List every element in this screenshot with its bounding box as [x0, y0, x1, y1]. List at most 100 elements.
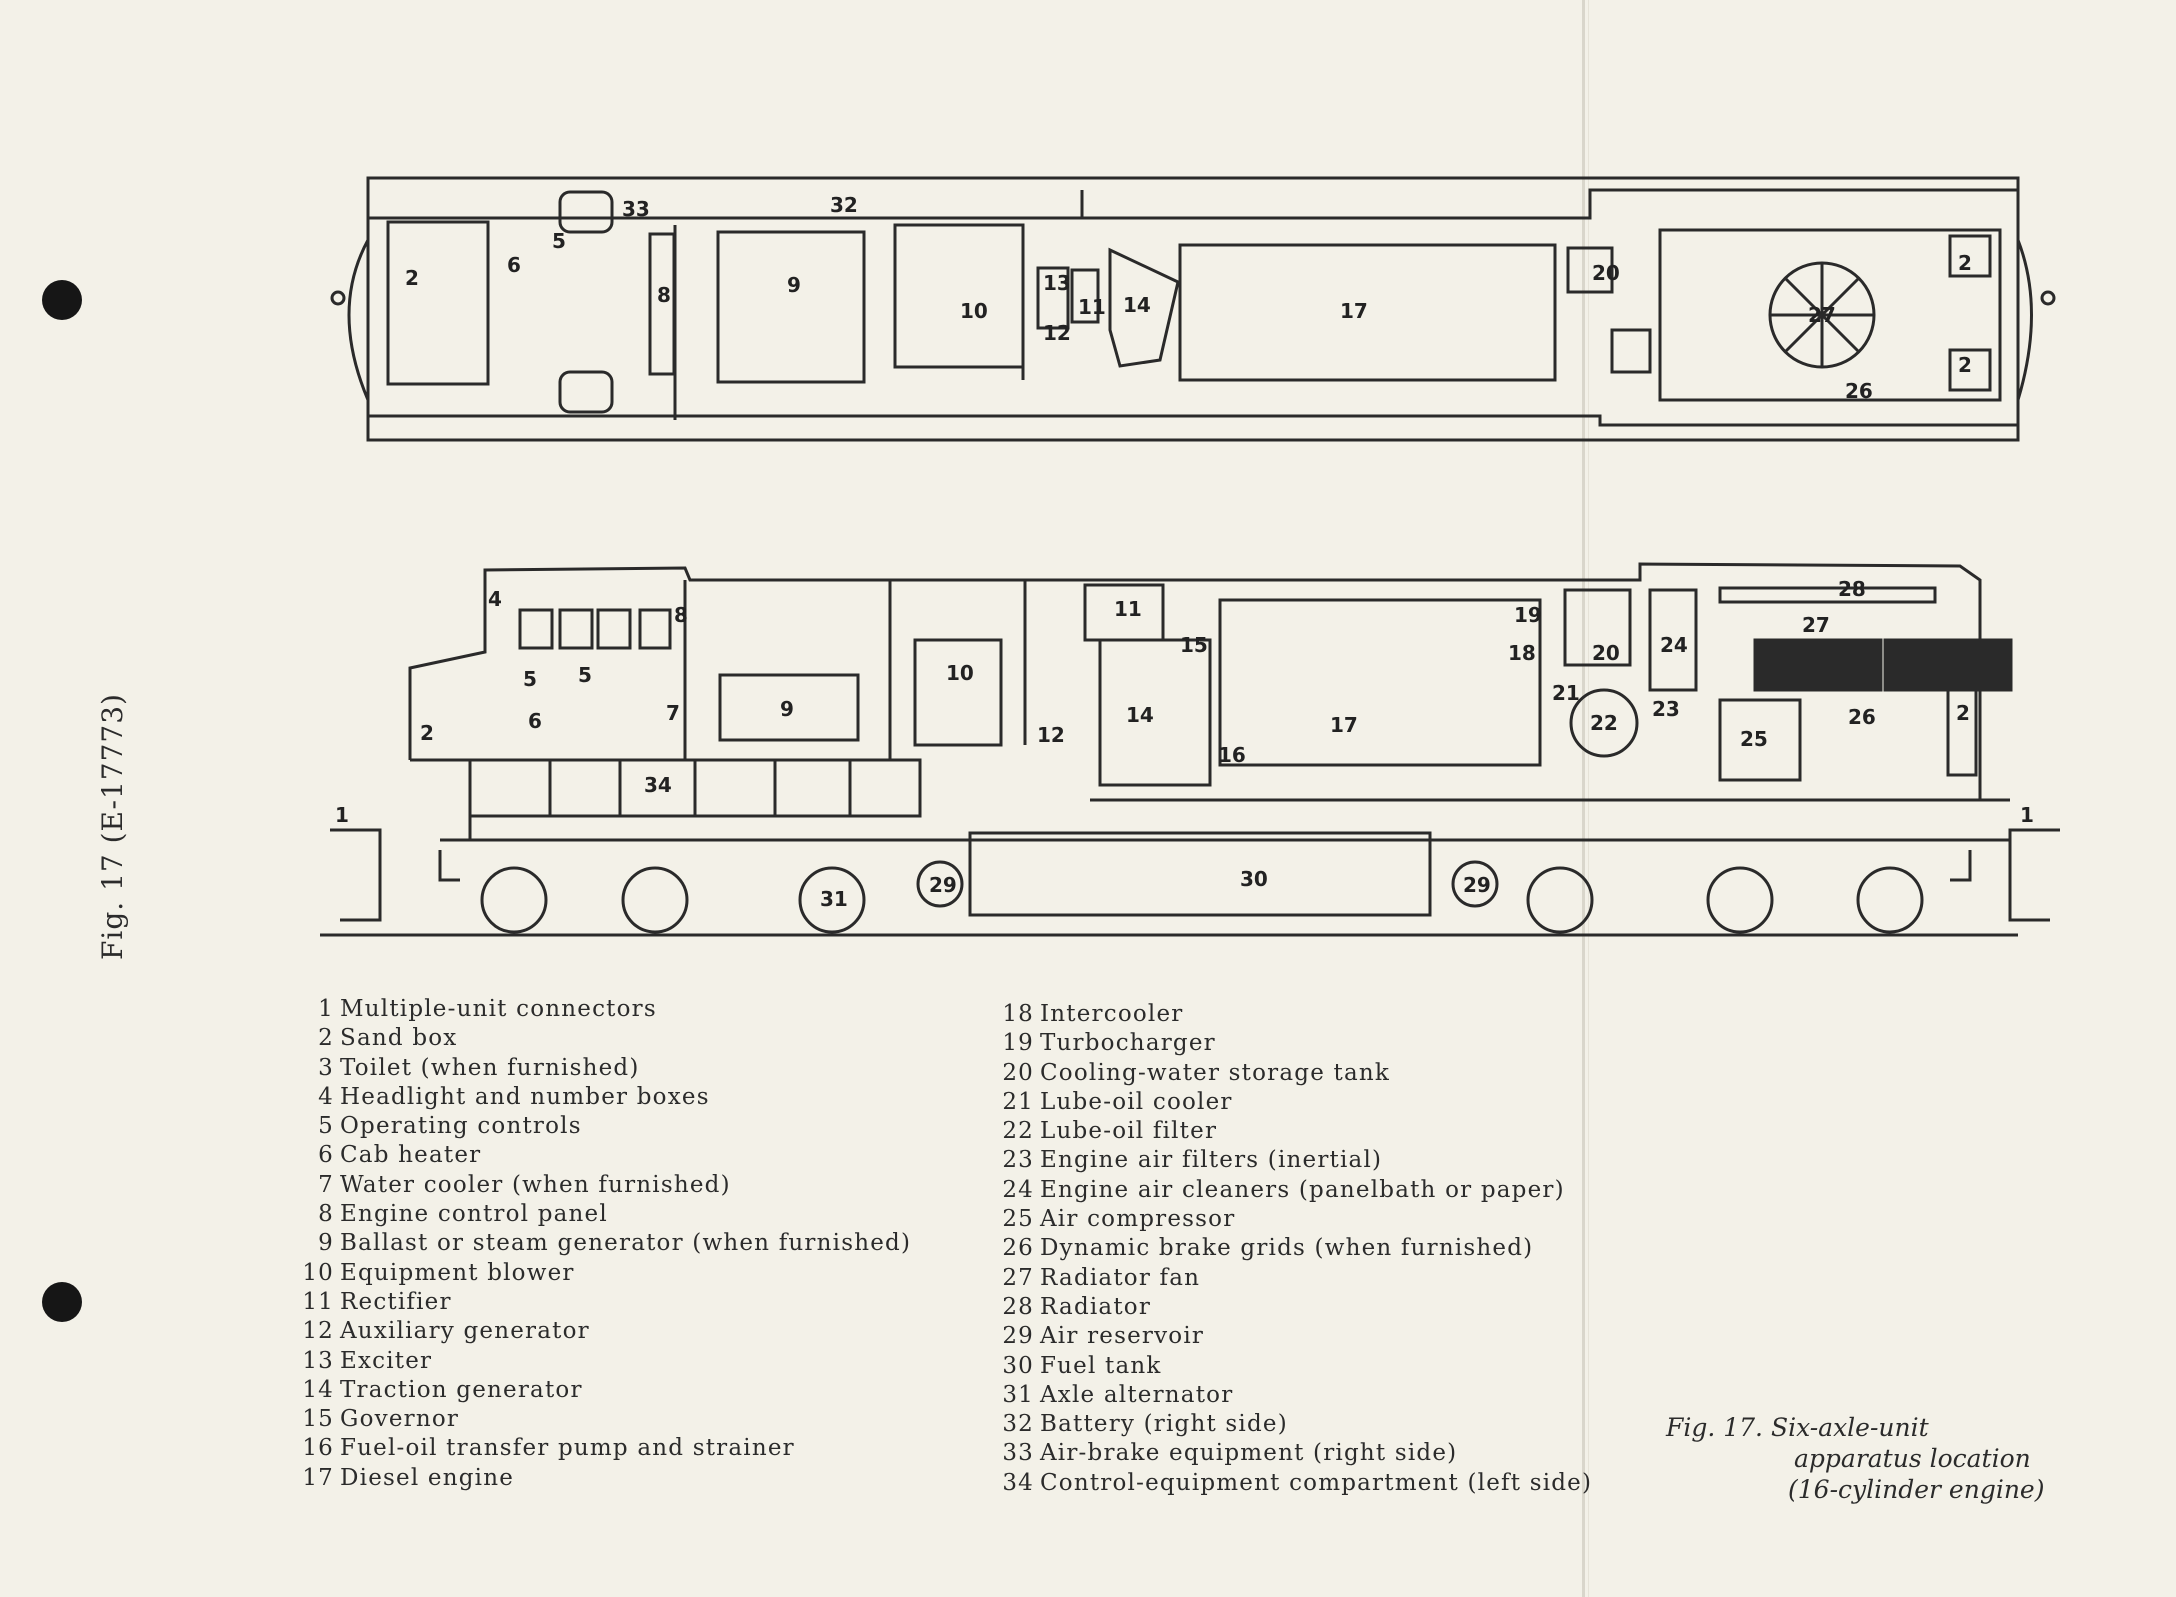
side-view	[320, 562, 2060, 937]
top-label: 33	[622, 197, 650, 221]
side-label: 9	[780, 697, 794, 721]
side-label: 25	[1740, 727, 1768, 751]
side-label: 17	[1330, 713, 1358, 737]
side-label: 6	[528, 709, 542, 733]
side-label: 34	[644, 773, 672, 797]
top-label: 9	[787, 273, 801, 297]
side-label: 21	[1552, 681, 1580, 705]
fuel-tank-shape	[968, 831, 1432, 917]
side-label: 23	[1652, 697, 1680, 721]
top-label: 8	[657, 283, 671, 307]
binder-hole-top	[42, 280, 82, 320]
side-label: 20	[1592, 641, 1620, 665]
top-view-outline	[366, 176, 2020, 442]
top-label: 12	[1043, 321, 1071, 345]
side-view-labels: 4 8 5 5 6 7 2 1 9 10 11 12 14 15 16 17 1…	[335, 577, 2034, 911]
top-label: 26	[1845, 379, 1873, 403]
top-label: 11	[1078, 295, 1106, 319]
top-label: 14	[1123, 293, 1151, 317]
figure-caption-line: (16-cylinder engine)	[1788, 1475, 2045, 1504]
side-label: 12	[1037, 723, 1065, 747]
binder-hole-bottom	[42, 1282, 82, 1322]
top-label: 2	[1958, 251, 1972, 275]
side-label: 15	[1180, 633, 1208, 657]
side-label: 1	[335, 803, 349, 827]
top-view	[330, 176, 2056, 442]
top-label: 13	[1043, 271, 1071, 295]
side-label: 30	[1240, 867, 1268, 891]
side-label: 29	[929, 873, 957, 897]
figure-caption-line: apparatus location	[1794, 1444, 2031, 1473]
side-label: 22	[1590, 711, 1618, 735]
top-label: 27	[1808, 303, 1836, 327]
top-label: 32	[830, 193, 858, 217]
side-label: 1	[2020, 803, 2034, 827]
side-label: 29	[1463, 873, 1491, 897]
side-label: 19	[1514, 603, 1542, 627]
top-label: 6	[507, 253, 521, 277]
side-label: 2	[1956, 701, 1970, 725]
side-label: 28	[1838, 577, 1866, 601]
side-label: 11	[1114, 597, 1142, 621]
top-view-labels: 2 6 5 33 32 8 9 10 13 11 12 14 17 20 27 …	[405, 193, 1972, 403]
side-label: 18	[1508, 641, 1536, 665]
side-label: 8	[674, 603, 688, 627]
top-label: 17	[1340, 299, 1368, 323]
top-label: 5	[552, 229, 566, 253]
top-label: 2	[405, 266, 419, 290]
side-label: 31	[820, 887, 848, 911]
side-label: 5	[523, 667, 537, 691]
side-label: 7	[666, 701, 680, 725]
side-label: 2	[420, 721, 434, 745]
side-label: 24	[1660, 633, 1688, 657]
side-label: 16	[1218, 743, 1246, 767]
figure-caption: Fig. 17. Six-axle-unit apparatus locatio…	[1666, 1412, 2044, 1505]
side-label: 4	[488, 587, 502, 611]
side-label: 27	[1802, 613, 1830, 637]
top-label: 10	[960, 299, 988, 323]
side-label: 10	[946, 661, 974, 685]
side-label: 5	[578, 663, 592, 687]
top-label: 20	[1592, 261, 1620, 285]
side-label: 26	[1848, 705, 1876, 729]
side-label: 14	[1126, 703, 1154, 727]
top-label: 2	[1958, 353, 1972, 377]
